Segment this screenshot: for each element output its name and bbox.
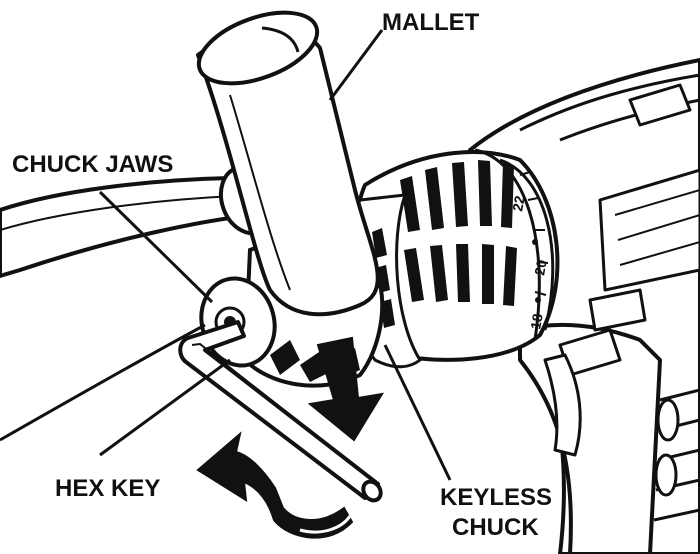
keyless-chuck	[348, 148, 560, 369]
label-mallet: MALLET	[382, 9, 480, 36]
leader-line-keyless-chuck	[383, 344, 452, 481]
dial-number-20: 20	[531, 258, 549, 276]
leader-line-extra	[0, 323, 206, 442]
hex-key	[178, 320, 383, 503]
dial-number-18: 18	[527, 312, 545, 330]
dial-number-22: 22	[509, 194, 527, 212]
leader-line-mallet	[328, 29, 384, 101]
leader-lines	[0, 29, 452, 481]
strike-down-arrow	[307, 336, 384, 442]
label-chuck-jaws: CHUCK JAWS	[12, 151, 173, 178]
leader-line-hex-key	[99, 358, 231, 457]
label-keyless: KEYLESS	[440, 484, 552, 511]
label-hex-key: HEX KEY	[55, 475, 160, 502]
leader-line-chuck-jaws	[98, 190, 214, 304]
mallet	[0, 10, 380, 317]
label-chuck: CHUCK	[452, 514, 539, 541]
rotation-arrow	[196, 431, 354, 539]
chuck-ribs	[400, 160, 517, 306]
dial-markings: 22 20 18	[509, 194, 549, 330]
